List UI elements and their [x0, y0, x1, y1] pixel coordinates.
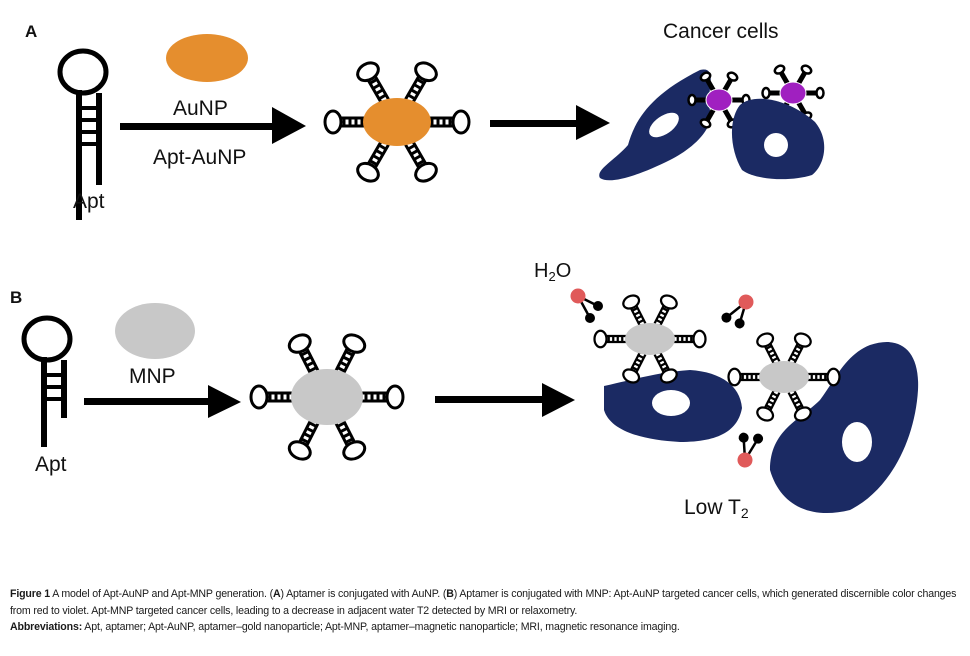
- arrow-icon: [120, 107, 306, 144]
- figure-diagram: A Apt AuNP Apt-AuNP Cancer cells: [10, 20, 919, 521]
- abbreviations-label: Abbreviations:: [10, 621, 83, 633]
- caption-text: A model of Apt-AuNP and Apt-MNP generati…: [50, 588, 273, 600]
- cancer-cell-icon: [604, 370, 742, 442]
- figure-caption: Figure 1 A model of Apt-AuNP and Apt-MNP…: [10, 586, 960, 636]
- caption-text: ) Aptamer is conjugated with MNP: Apt-Au…: [10, 588, 957, 617]
- water-molecule-icon: [724, 423, 774, 472]
- aptamer-hairpin-icon: [57, 48, 109, 220]
- apt-label-a: Apt: [73, 190, 105, 213]
- abbreviations: Abbreviations: Apt, aptamer; Apt-AuNP, a…: [10, 619, 960, 636]
- caption-paragraph: Figure 1 A model of Apt-AuNP and Apt-MNP…: [10, 586, 960, 619]
- apt-mnp-bound-icon: [593, 291, 707, 387]
- apt-aunp-label: Apt-AuNP: [153, 146, 246, 169]
- apt-mnp-bound-icon: [727, 329, 841, 425]
- aptamer-hairpin-icon: [21, 315, 73, 447]
- aunp-label: AuNP: [173, 97, 228, 120]
- arrow-icon: [435, 383, 575, 417]
- mnp-label: MNP: [129, 365, 176, 388]
- aunp-bound-icon: [689, 71, 750, 129]
- low-t2-label: Low T2: [684, 496, 749, 521]
- h2o-label: H2O: [534, 260, 571, 284]
- water-molecule-icon: [716, 292, 759, 333]
- cancer-cell-icon: [599, 69, 711, 181]
- caption-ref-a: A: [272, 588, 281, 600]
- panel-b-label: B: [10, 288, 22, 307]
- figure-label: Figure 1: [10, 588, 51, 600]
- caption-ref-b: B: [446, 588, 454, 600]
- cancer-cells-label: Cancer cells: [663, 20, 779, 43]
- water-molecule-icon: [569, 287, 605, 325]
- mnp-particle-icon: [115, 303, 195, 359]
- apt-label-b: Apt: [35, 453, 67, 476]
- aunp-particle-icon: [166, 34, 248, 82]
- aunp-bound-icon: [763, 64, 824, 122]
- panel-a-label: A: [25, 22, 37, 41]
- caption-text: ) Aptamer is conjugated with AuNP. (: [280, 588, 447, 600]
- cancer-cell-icon: [731, 98, 825, 180]
- abbreviations-text: Apt, aptamer; Apt-AuNP, aptamer–gold nan…: [82, 621, 680, 633]
- apt-mnp-conjugate-icon: [249, 329, 405, 465]
- arrow-icon: [490, 105, 610, 140]
- cancer-cell-icon: [770, 342, 919, 514]
- apt-aunp-conjugate-icon: [323, 57, 471, 187]
- arrow-icon: [84, 385, 241, 418]
